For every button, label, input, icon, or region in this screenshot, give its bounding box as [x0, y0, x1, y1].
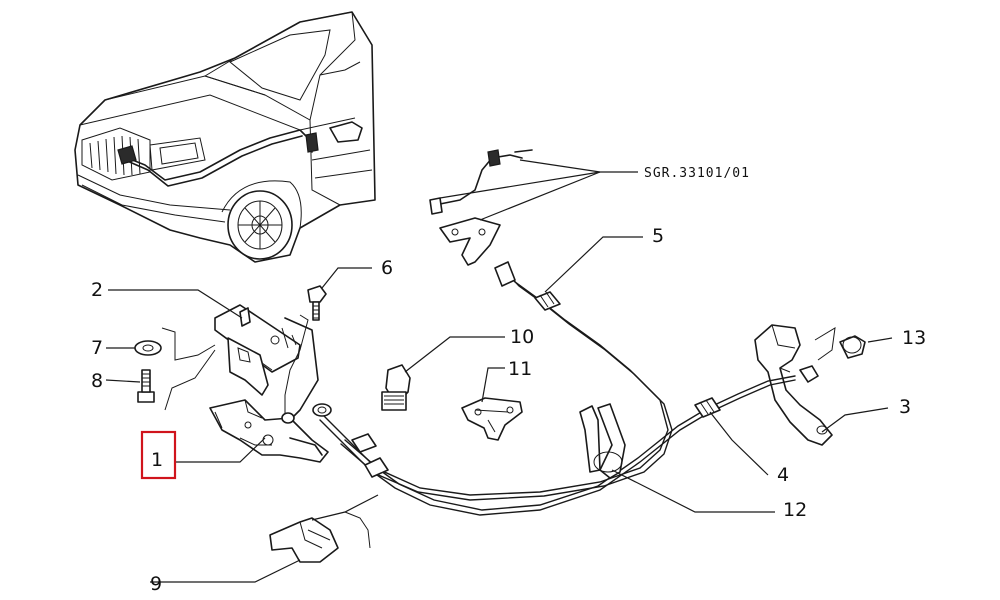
callout-1-highlight-box	[140, 430, 177, 480]
part-11-cable-clip	[461, 397, 523, 441]
cable-assembly	[281, 261, 796, 516]
part-3-release-lever	[754, 324, 836, 446]
callout-6[interactable]: 6	[381, 257, 393, 279]
callout-13[interactable]: 13	[902, 327, 926, 349]
callout-12[interactable]: 12	[783, 499, 807, 521]
callout-1[interactable]: 1	[151, 449, 163, 471]
callout-labels: 1 2 3 4 5 6 7 8 9 10 11 12 13 SGR.33101/…	[91, 166, 926, 595]
part-2-hood-latch	[214, 304, 309, 420]
part-1-latch-bracket	[209, 399, 329, 463]
part-7-washer	[134, 340, 162, 356]
callout-11[interactable]: 11	[508, 358, 532, 380]
callout-5[interactable]: 5	[652, 225, 664, 247]
callout-7[interactable]: 7	[91, 337, 103, 359]
part-13-cap	[839, 335, 866, 359]
callout-10[interactable]: 10	[510, 326, 534, 348]
callout-9[interactable]: 9	[150, 573, 162, 595]
callout-8[interactable]: 8	[91, 370, 103, 392]
part-8-screw	[137, 327, 216, 411]
part-10-bumper-stop	[381, 364, 411, 411]
callout-4[interactable]: 4	[777, 464, 789, 486]
sgr-assembly	[429, 149, 533, 266]
part-9-clip	[269, 511, 371, 563]
part-6-bolt	[307, 285, 327, 321]
leader-lines	[105, 159, 893, 583]
car-illustration	[74, 11, 376, 263]
callout-2[interactable]: 2	[91, 279, 103, 301]
reference-code-sgr: SGR.33101/01	[644, 166, 750, 181]
callout-3[interactable]: 3	[899, 396, 911, 418]
